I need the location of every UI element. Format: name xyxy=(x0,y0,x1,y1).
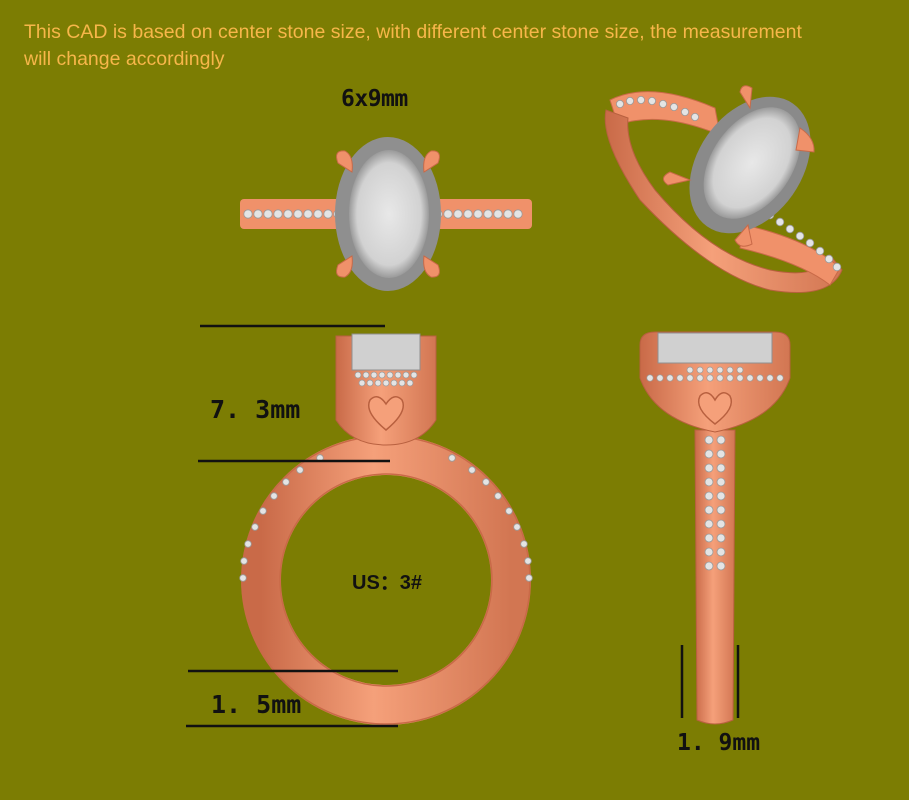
top-view xyxy=(240,137,532,291)
cad-note-line-2: will change accordingly xyxy=(24,48,225,70)
side-view-shank xyxy=(241,435,531,725)
dimension-lines xyxy=(186,324,740,728)
side-view-halo-stones xyxy=(354,371,418,387)
side-view-pave-stones xyxy=(239,454,533,582)
perspective-view-prongs xyxy=(663,85,815,247)
front-view xyxy=(639,331,791,725)
front-view-halo-stones xyxy=(646,366,784,382)
front-view-stone-profile xyxy=(657,332,773,364)
side-view xyxy=(239,333,533,725)
perspective-view-pave-stones xyxy=(616,96,842,272)
front-view-pave-stones xyxy=(704,435,726,571)
band-thickness-label: 1. 5mm xyxy=(211,690,302,719)
perspective-view-center-stone xyxy=(703,107,801,219)
front-view-heart-gallery xyxy=(697,392,733,425)
band-width-label: 1. 9mm xyxy=(677,730,761,756)
cad-note-line-1: This CAD is based on center stone size, … xyxy=(24,21,802,43)
top-view-center-stone xyxy=(349,150,429,278)
front-view-shank xyxy=(694,429,736,725)
head-height-label: 7. 3mm xyxy=(210,395,301,424)
ring-size-label: US：3# xyxy=(352,572,423,594)
side-view-heart-gallery xyxy=(368,396,404,431)
top-view-prongs xyxy=(336,150,440,278)
perspective-view xyxy=(604,85,843,293)
center-stone-size-label: 6x9mm xyxy=(341,86,408,112)
side-view-stone-profile xyxy=(351,333,421,371)
